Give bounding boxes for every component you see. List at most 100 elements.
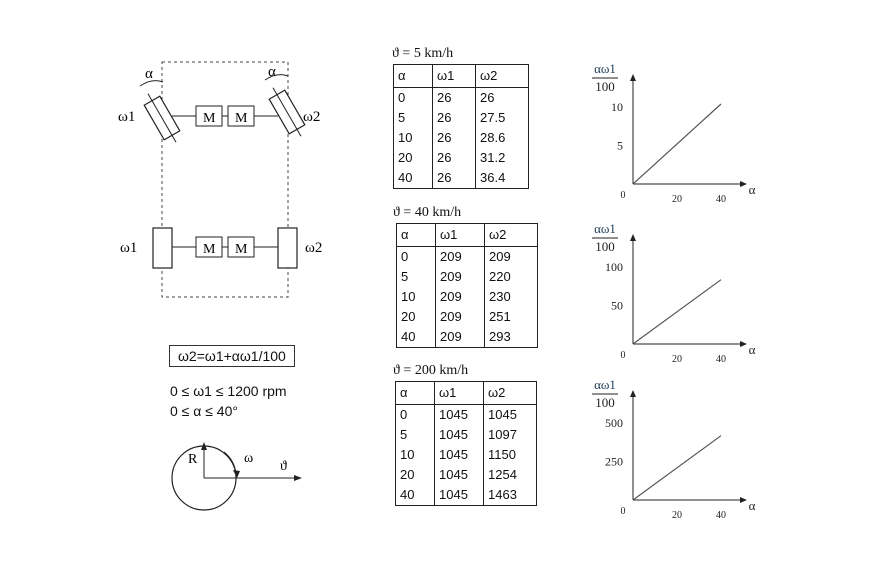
table-cell: 28.6: [475, 128, 529, 148]
table-cell: 40: [398, 170, 413, 185]
alpha-arc-left: [139, 80, 164, 87]
column-header: α: [396, 223, 436, 247]
column-header: ω1: [432, 64, 476, 88]
table-title: ϑ = 5 km/h: [392, 46, 454, 61]
theta-label: ϑ: [280, 459, 287, 474]
rear-right-wheel: [277, 227, 298, 269]
table-cell: 1150: [483, 445, 537, 465]
table-cell: 36.4: [475, 168, 529, 189]
formula-box: ω2=ω1+αω1/100: [169, 345, 295, 367]
table-cell: 209: [435, 267, 485, 287]
x-axis-arrow: [740, 497, 747, 503]
motor-label: M: [203, 242, 216, 257]
x-tick-label: 20: [672, 510, 682, 521]
alpha-label-right: α: [268, 64, 276, 80]
table-cell: 10: [400, 447, 415, 462]
table-cell: 26: [432, 108, 476, 128]
x-axis-label: α: [749, 498, 756, 513]
table-cell: 1097: [483, 425, 537, 445]
y-tick-label: 250: [605, 455, 623, 469]
y-axis-label-denominator: 100: [595, 239, 615, 254]
y-tick-label: 100: [605, 260, 623, 274]
alpha-label-left: α: [145, 66, 153, 82]
y-axis-arrow: [630, 74, 636, 81]
table-cell: 1254: [483, 465, 537, 485]
x-axis-arrow: [740, 181, 747, 187]
table-cell: 209: [435, 287, 485, 307]
column-header: α: [395, 381, 435, 405]
table-cell: 209: [435, 327, 485, 348]
table-cell: 230: [484, 287, 538, 307]
series-line: [632, 279, 722, 345]
table-cell: 251: [484, 307, 538, 327]
table-cell: 1045: [483, 404, 537, 425]
table-cell: 1045: [434, 425, 484, 445]
table-cell: 26: [432, 128, 476, 148]
table-cell: 0: [401, 249, 409, 264]
table-cell: 1045: [434, 445, 484, 465]
front-left-wheel: [143, 93, 181, 143]
column-header: ω2: [475, 64, 529, 88]
table-cell: 31.2: [475, 148, 529, 168]
y-tick-label: 50: [611, 299, 623, 313]
alpha-range: 0 ≤ α ≤ 40°: [170, 403, 238, 419]
y-axis-arrow: [630, 390, 636, 397]
table-cell: 40: [401, 329, 416, 344]
y-axis-label-denominator: 100: [595, 395, 615, 410]
table-cell: 5: [401, 269, 409, 284]
x-tick-label: 20: [672, 194, 682, 205]
table-cell: 5: [398, 110, 406, 125]
table-cell: 20: [398, 150, 413, 165]
omega-range: 0 ≤ ω1 ≤ 1200 rpm: [170, 383, 287, 399]
y-axis-arrow: [630, 234, 636, 241]
table-title: ϑ = 40 km/h: [393, 205, 462, 220]
table-cell: 1045: [434, 404, 484, 425]
x-tick-label: 0: [621, 350, 626, 361]
table-title: ϑ = 200 km/h: [393, 363, 469, 378]
radius-label: R: [188, 452, 198, 467]
y-tick-label: 5: [617, 139, 623, 153]
motor-label: M: [235, 242, 248, 257]
table-cell: 20: [401, 309, 416, 324]
table-cell: 1463: [483, 485, 537, 506]
x-tick-label: 40: [716, 354, 726, 365]
table-cell: 26: [432, 148, 476, 168]
table-cell: 209: [435, 307, 485, 327]
chassis-frame: [161, 61, 289, 298]
table-cell: 1045: [434, 485, 484, 506]
omega2-label-bottom: ω2: [305, 240, 322, 256]
table-cell: 26: [475, 87, 529, 108]
omega1-label-bottom: ω1: [120, 240, 137, 256]
table-cell: 0: [400, 407, 408, 422]
omega1-label-top: ω1: [118, 109, 135, 125]
table-cell: 1045: [434, 465, 484, 485]
x-tick-label: 40: [716, 194, 726, 205]
x-tick-label: 0: [621, 190, 626, 201]
y-tick-label: 10: [611, 100, 623, 114]
motor-label: M: [203, 111, 216, 126]
table-cell: 26: [432, 168, 476, 189]
table-cell: 293: [484, 327, 538, 348]
table-cell: 26: [432, 87, 476, 108]
x-axis-label: α: [749, 182, 756, 197]
vehicle-schematic: α α ω1 ω2 ω1 ω2 M M M M R ω ϑ: [118, 61, 322, 511]
omega-label: ω: [244, 451, 253, 466]
x-tick-label: 20: [672, 354, 682, 365]
table-cell: 5: [400, 427, 408, 442]
y-axis-label-numerator: αω1: [594, 61, 616, 76]
table-cell: 40: [400, 487, 415, 502]
